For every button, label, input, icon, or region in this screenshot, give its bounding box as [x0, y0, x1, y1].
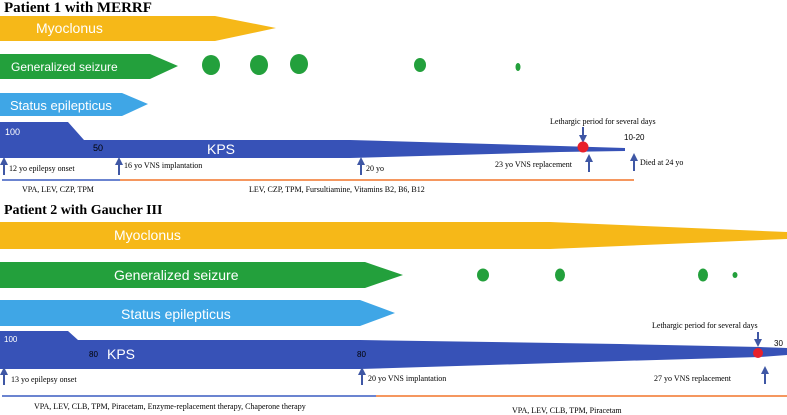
patient1-seizure-event: [290, 54, 308, 74]
patient1-kps-label: KPS: [207, 141, 235, 157]
patient2-kps-shape: [0, 331, 787, 369]
patient2-myoclonus-bar: [0, 222, 787, 249]
patient1-status-bar: [0, 93, 148, 116]
patient1-seizure-event: [202, 55, 220, 75]
patient1-kps-shape: [0, 122, 625, 158]
patient1-seizure-bar: [0, 54, 178, 79]
patient2-lethargic-event: [753, 348, 763, 358]
patient1-kps-start: 100: [5, 127, 20, 137]
patient2-event-label: 20 yo VNS implantation: [368, 374, 446, 383]
patient1-meds-early: VPA, LEV, CZP, TPM: [22, 185, 94, 194]
patient1-lethargic-event: [577, 141, 589, 153]
patient1-myoclonus-label: Myoclonus: [36, 20, 103, 36]
patient2-status-bar: [0, 300, 395, 326]
patient2-meds-early: VPA, LEV, CLB, TPM, Piracetam, Enzyme-re…: [34, 402, 306, 411]
patient2-seizure-event: [555, 268, 565, 282]
patient2-event-label: 13 yo epilepsy onset: [11, 375, 77, 384]
patient1-seizure-label: Generalized seizure: [11, 60, 118, 74]
patient2-event-label: 27 yo VNS replacement: [654, 374, 732, 383]
patient1-lethargic-note: Lethargic period for several days: [550, 117, 656, 126]
patient2-seizure-label: Generalized seizure: [114, 267, 239, 283]
patient2-meds-late: VPA, LEV, CLB, TPM, Piracetam: [512, 406, 622, 415]
patient1-title: Patient 1 with MERRF: [4, 0, 152, 16]
patient2-kps-mid1: 80: [89, 350, 98, 359]
patient2-status-label: Status epilepticus: [121, 306, 231, 322]
patient2-title: Patient 2 with Gaucher III: [4, 203, 162, 218]
patient1-kps-mid: 50: [93, 143, 103, 153]
patient2-kps-start: 100: [4, 335, 18, 344]
patient2-kps-label: KPS: [107, 346, 135, 362]
patient1-myoclonus-bar: [0, 16, 276, 41]
patient1-event-label: 12 yo epilepsy onset: [9, 164, 75, 173]
patient1-seizure-event: [414, 58, 426, 72]
patient1-status-label: Status epilepticus: [10, 98, 112, 113]
patient2-seizure-event: [698, 268, 708, 282]
patient2-myoclonus-label: Myoclonus: [114, 227, 181, 243]
patient1-meds-late: LEV, CZP, TPM, Fursultiamine, Vitamins B…: [249, 185, 425, 194]
patient1-event-label: 23 yo VNS replacement: [495, 160, 573, 169]
patient2-kps-end: 30: [774, 339, 783, 348]
patient2-seizure-bar: [0, 262, 403, 288]
patient1-seizure-event: [250, 55, 268, 75]
patient2-lethargic-note: Lethargic period for several days: [652, 321, 758, 330]
patient1-event-label: 16 yo VNS implantation: [124, 161, 202, 170]
patient2-seizure-event: [732, 272, 738, 278]
patient1-seizure-event: [515, 63, 521, 71]
patient1-event-label: 20 yo: [366, 164, 384, 173]
patient2-seizure-event: [477, 268, 489, 282]
patient1-kps-end: 10-20: [624, 133, 645, 142]
patient2-kps-mid2: 80: [357, 350, 366, 359]
patient1-event-label: Died at 24 yo: [640, 158, 683, 167]
